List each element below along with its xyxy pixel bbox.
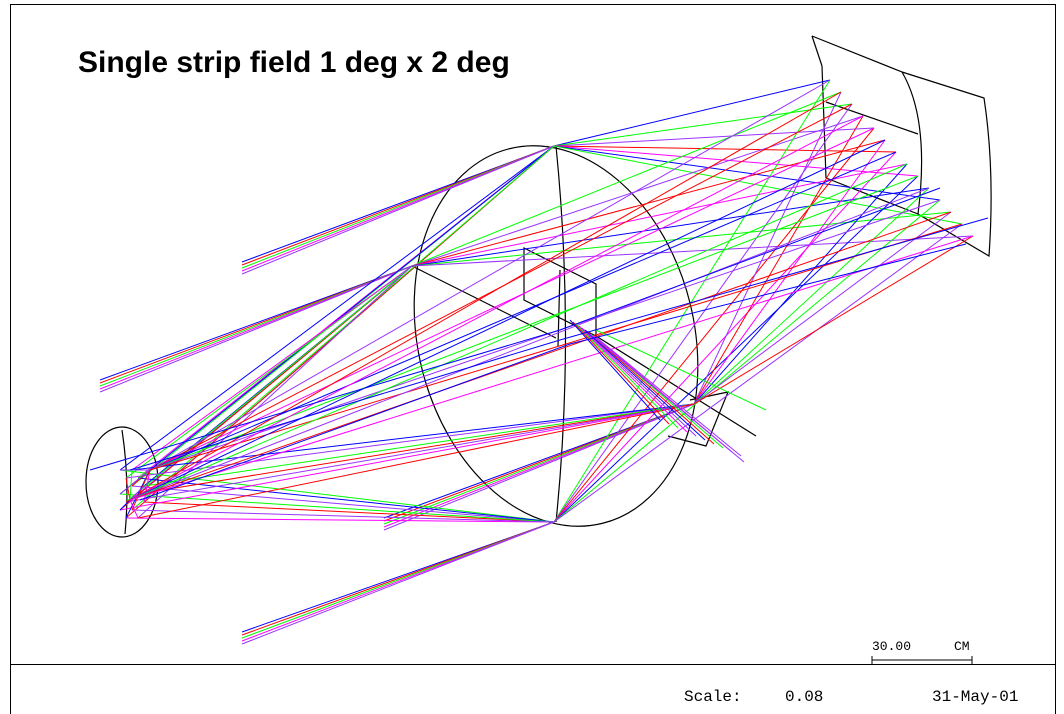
footer-date: 31-May-01 — [932, 688, 1019, 706]
fold-ray — [575, 323, 679, 429]
scale-bar-value: 30.00 — [872, 639, 912, 654]
reflected-ray — [131, 223, 963, 511]
footer-scale-value: 0.08 — [785, 688, 824, 706]
fold-axis — [595, 335, 757, 437]
fold-ray — [584, 329, 706, 441]
reflected-ray — [125, 151, 897, 523]
reflected-ray — [129, 235, 974, 519]
secondary-element-front — [557, 269, 561, 347]
reflected-ray — [119, 79, 831, 471]
fold-ray — [569, 319, 661, 421]
focal-plane-outline — [811, 35, 992, 258]
footer-divider — [10, 664, 1056, 665]
reflected-ray — [125, 91, 842, 479]
left-lens-outline — [85, 426, 159, 538]
reflected-ray — [137, 235, 974, 519]
reflected-ray — [131, 145, 963, 511]
focal-plane-edge-top — [811, 35, 823, 67]
fold-ray — [578, 325, 688, 433]
focal-plane-edge-bottom — [825, 177, 919, 215]
footer-scale-label: Scale: — [684, 688, 742, 706]
incoming-ray — [99, 265, 413, 393]
plot-frame — [10, 4, 1056, 714]
ray-bundles — [89, 79, 989, 645]
incoming-ray — [241, 521, 555, 645]
reflected-ray — [131, 223, 963, 523]
scale-bar-graphic — [871, 656, 973, 664]
edge-ray — [89, 187, 941, 471]
scale-bar-unit: CM — [954, 639, 970, 654]
reflected-ray — [125, 91, 842, 479]
optical-elements — [85, 35, 992, 538]
primary-mirror-meridian — [555, 145, 567, 523]
primary-mirror-outline — [413, 145, 699, 527]
fold-ray — [589, 333, 745, 463]
edge-ray — [139, 243, 967, 501]
focal-plane-inner — [825, 101, 919, 135]
fold-ray — [581, 327, 697, 437]
edge-ray — [129, 217, 989, 471]
fold-ray — [587, 331, 715, 445]
reflected-ray — [131, 103, 853, 523]
fold-mirror-outline — [667, 391, 729, 447]
reflected-ray — [129, 115, 864, 501]
reflected-ray — [120, 79, 831, 471]
diagram-title: Single strip field 1 deg x 2 deg — [78, 46, 510, 79]
incoming-ray — [241, 145, 555, 275]
fold-ray — [595, 329, 767, 411]
fold-ray — [596, 337, 742, 457]
